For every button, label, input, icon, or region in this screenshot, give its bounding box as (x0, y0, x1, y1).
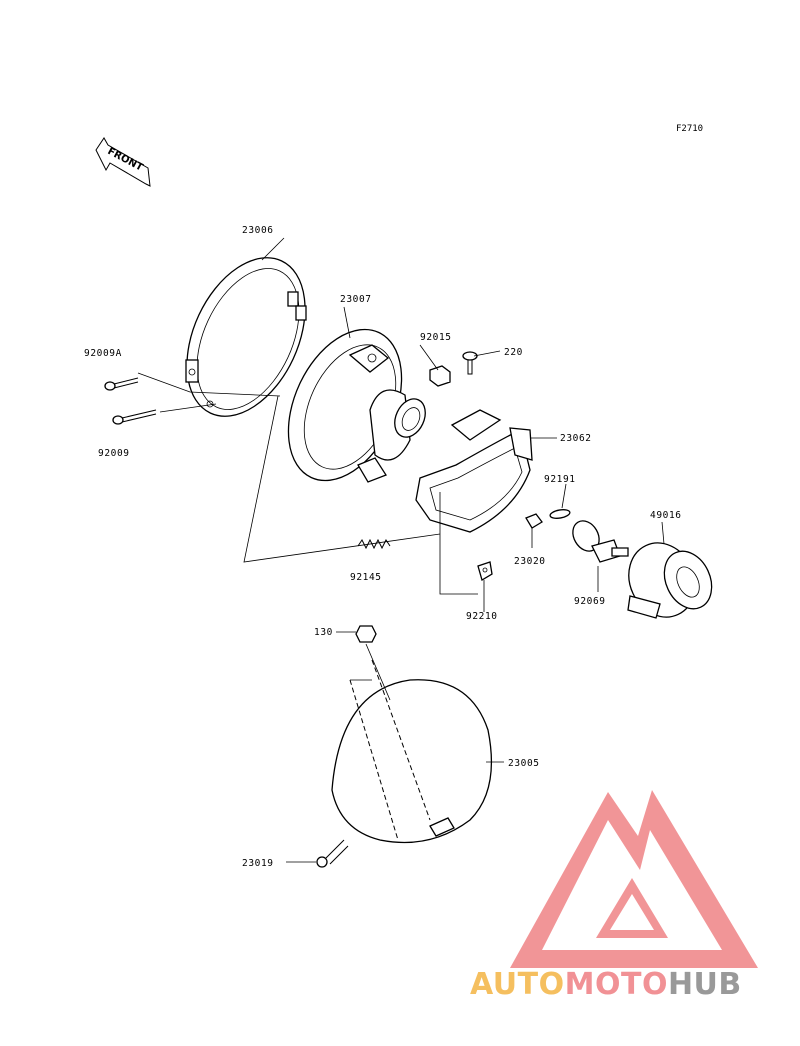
label-92210: 92210 (466, 611, 498, 622)
bracket-23062 (415, 409, 533, 533)
watermark-logo: AUTOMOTOHUB (470, 790, 758, 1002)
logo-inner-triangle-icon (596, 878, 668, 938)
label-130: 130 (314, 627, 333, 638)
screw-23019 (316, 839, 349, 868)
label-92015: 92015 (420, 332, 452, 343)
label-49016: 49016 (650, 510, 682, 521)
front-arrow-icon: FRONT (95, 137, 151, 187)
spring-92145 (357, 538, 391, 550)
screw-92009A (104, 377, 139, 391)
leader-lines (137, 237, 665, 863)
label-23019: 23019 (242, 858, 274, 869)
label-23020: 23020 (514, 556, 546, 567)
label-92145: 92145 (350, 572, 382, 583)
nut-92015 (429, 365, 451, 387)
pin-92191 (549, 509, 571, 519)
label-92009: 92009 (98, 448, 130, 459)
bolt-130 (355, 625, 377, 643)
svg-text:AUTOMOTOHUB: AUTOMOTOHUB (470, 967, 742, 1002)
headlight-housing (287, 328, 426, 483)
bulb-92069 (572, 520, 629, 563)
part-labels: 23006 23007 92009A 92009 92015 220 23062… (84, 225, 682, 869)
logo-mark-icon (510, 790, 758, 968)
label-23007: 23007 (340, 294, 372, 305)
boot-49016 (627, 542, 713, 619)
label-92009A: 92009A (84, 348, 122, 359)
label-220: 220 (504, 347, 523, 358)
clip-23020 (525, 513, 543, 529)
watermark-auto: AUTO (470, 967, 565, 1002)
label-23062: 23062 (560, 433, 592, 444)
front-label: FRONT (106, 146, 145, 174)
screw-220 (462, 351, 478, 375)
label-23006: 23006 (242, 225, 274, 236)
label-92069: 92069 (574, 596, 606, 607)
figure-code: F2710 (676, 124, 703, 134)
watermark-hub: HUB (668, 967, 742, 1002)
watermark-moto: MOTO (565, 967, 668, 1002)
label-92191: 92191 (544, 474, 576, 485)
label-23005: 23005 (508, 758, 540, 769)
headlight-shell (331, 659, 493, 844)
washer-92210 (477, 561, 493, 581)
screw-92009 (112, 409, 157, 425)
headlight-rim (185, 257, 307, 417)
